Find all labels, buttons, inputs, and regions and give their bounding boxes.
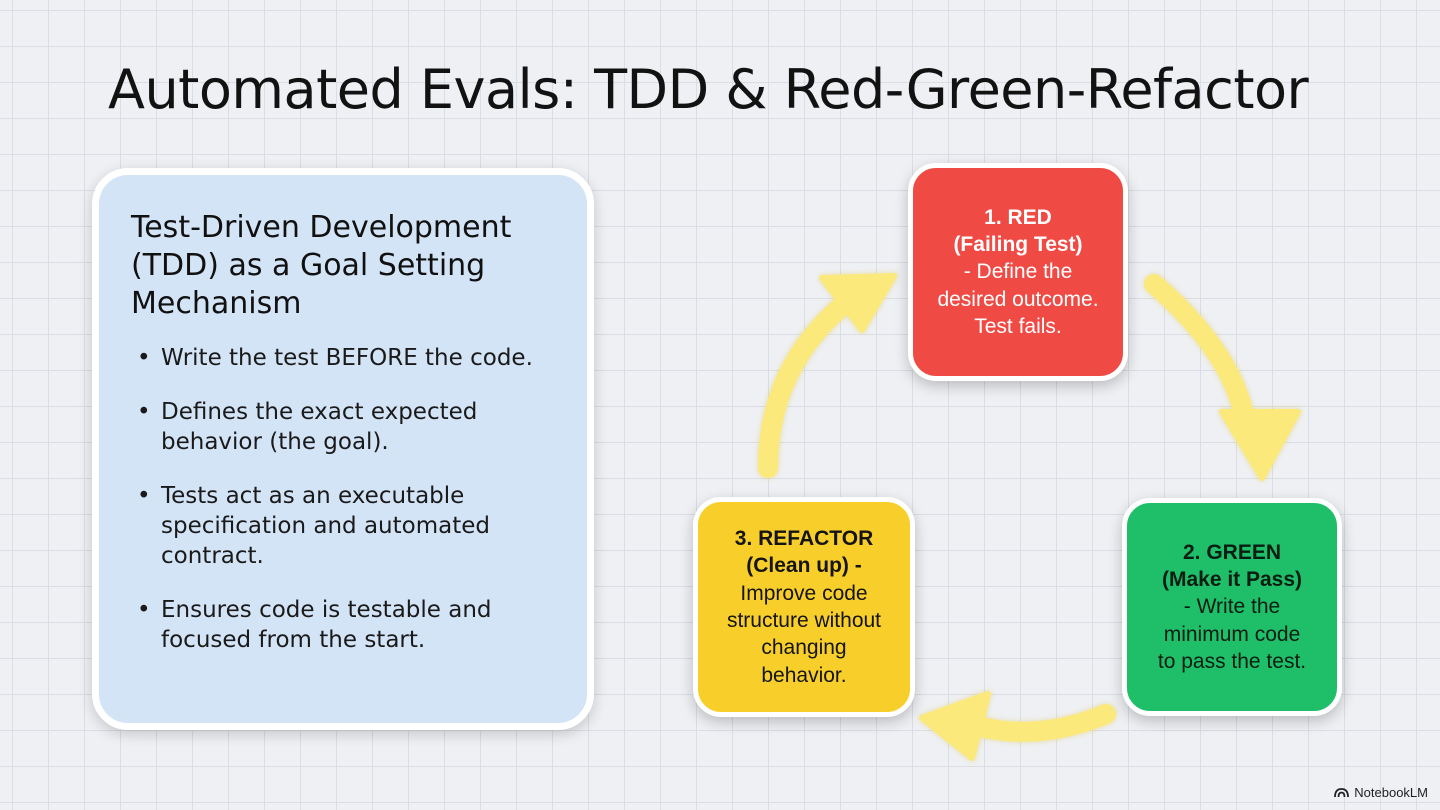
stage-red-title: 1. RED bbox=[984, 205, 1052, 229]
stage-green-desc-line: - Write the bbox=[1183, 595, 1281, 619]
notebooklm-logo-icon bbox=[1334, 788, 1350, 798]
stage-green-title: 2. GREEN bbox=[1182, 540, 1282, 564]
stage-refactor-desc-line: structure without bbox=[726, 609, 882, 632]
stage-green-box: 2. GREEN (Make it Pass) - Write the mini… bbox=[1122, 498, 1342, 716]
arrow-refactor-to-red bbox=[758, 273, 897, 478]
stage-refactor-title: 3. REFACTOR bbox=[734, 527, 874, 551]
stage-green-desc-line: to pass the test. bbox=[1157, 649, 1307, 673]
stage-green-subtitle: (Make it Pass) bbox=[1161, 568, 1303, 592]
stage-refactor-desc-line: changing bbox=[761, 636, 847, 660]
stage-red-desc-line: desired outcome. bbox=[937, 287, 1099, 311]
notebooklm-watermark: NotebookLM bbox=[1334, 785, 1428, 800]
tdd-heading: Test-Driven Development (TDD) as a Goal … bbox=[131, 210, 512, 321]
stage-refactor-desc-line: Improve code bbox=[740, 581, 868, 605]
tdd-bullet-list: • Write the test BEFORE the code. • Defi… bbox=[131, 344, 559, 655]
arrow-green-to-refactor-shaft bbox=[966, 704, 1116, 742]
tdd-bullet-text: Defines the exact expected behavior (the… bbox=[161, 399, 478, 456]
stage-red-subtitle: (Failing Test) bbox=[953, 233, 1083, 257]
arrow-red-to-green-shaft bbox=[1144, 274, 1254, 424]
bullet-glyph: • bbox=[137, 345, 151, 372]
tdd-bullet-item: • Tests act as an executable specificati… bbox=[131, 482, 559, 572]
watermark-text: NotebookLM bbox=[1354, 785, 1428, 800]
arrow-green-to-refactor-head bbox=[919, 691, 991, 761]
stage-green-desc-line: minimum code bbox=[1163, 622, 1301, 646]
bullet-glyph: • bbox=[137, 596, 151, 623]
tdd-bullet-item: • Defines the exact expected behavior (t… bbox=[131, 398, 559, 458]
stage-refactor-subtitle: (Clean up) - bbox=[746, 554, 862, 578]
stage-red-desc-line: - Define the bbox=[963, 260, 1073, 284]
stage-red-desc-line: Test fails. bbox=[974, 314, 1062, 338]
tdd-bullet-item: • Write the test BEFORE the code. bbox=[131, 344, 559, 374]
stage-refactor-box: 3. REFACTOR (Clean up) - Improve code st… bbox=[693, 497, 915, 717]
tdd-bullet-text: Tests act as an executable specification… bbox=[161, 483, 490, 569]
tdd-bullet-text: Write the test BEFORE the code. bbox=[161, 345, 533, 372]
bullet-glyph: • bbox=[137, 399, 151, 426]
tdd-bullet-text: Ensures code is testable and focused fro… bbox=[161, 596, 492, 653]
arrow-green-to-refactor bbox=[919, 691, 1116, 761]
tdd-panel: Test-Driven Development (TDD) as a Goal … bbox=[92, 168, 594, 730]
slide-title: Automated Evals: TDD & Red-Green-Refacto… bbox=[108, 58, 1309, 121]
stage-red-box: 1. RED (Failing Test) - Define the desir… bbox=[908, 163, 1128, 381]
bullet-glyph: • bbox=[137, 483, 151, 510]
stage-refactor-desc-line: behavior. bbox=[761, 663, 847, 687]
arrow-refactor-to-red-head bbox=[819, 273, 897, 333]
tdd-bullet-item: • Ensures code is testable and focused f… bbox=[131, 596, 559, 656]
arrow-red-to-green bbox=[1144, 274, 1301, 481]
arrow-red-to-green-head bbox=[1219, 409, 1301, 481]
arrow-refactor-to-red-shaft bbox=[758, 296, 852, 478]
